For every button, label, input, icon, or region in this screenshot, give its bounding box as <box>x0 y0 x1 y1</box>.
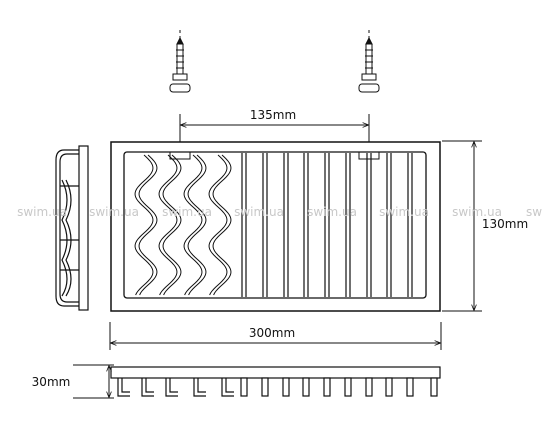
bottom-peg <box>430 377 438 397</box>
dimension-width: 300mm <box>109 322 442 350</box>
bottom-peg-hook <box>141 378 154 397</box>
dimension-mount-spacing: 135mm <box>179 108 370 142</box>
watermark: swim.ua <box>89 205 139 219</box>
screw-left <box>169 30 191 93</box>
wavy-bars <box>134 154 232 296</box>
wavy-bar-line <box>212 154 232 296</box>
watermark: swim.ua <box>17 205 67 219</box>
mount-slot-left <box>169 151 191 160</box>
dimension-depth: 30mm <box>32 364 114 399</box>
wavy-bar-line <box>134 154 154 296</box>
dimension-height: 130mm <box>442 140 528 312</box>
bottom-peg <box>323 377 331 397</box>
bottom-peg-hook <box>169 378 178 393</box>
front-view <box>110 141 441 312</box>
bottom-peg-hook <box>165 378 178 397</box>
screw-right <box>358 30 380 93</box>
watermark-row: swim.ua swim.ua swim.ua swim.ua swim.ua … <box>17 205 542 219</box>
wavy-bar-line <box>158 154 178 296</box>
bottom-peg <box>261 377 269 397</box>
bottom-peg-hook <box>117 378 130 397</box>
straight-bars <box>241 153 413 297</box>
side-view <box>55 145 89 311</box>
bottom-peg-hook <box>145 378 154 393</box>
watermark: swim.ua <box>162 205 212 219</box>
bottom-view <box>110 366 441 397</box>
wavy-bar-line <box>162 154 182 296</box>
watermark: swim.ua <box>452 205 502 219</box>
bottom-peg <box>385 377 393 397</box>
mount-spacing-label: 135mm <box>250 108 296 122</box>
watermark: swim.ua <box>234 205 284 219</box>
watermark: swim.ua <box>379 205 429 219</box>
watermark: swim.ua <box>307 205 357 219</box>
wavy-bar-line <box>187 154 207 296</box>
mount-slot-right <box>358 151 380 160</box>
bottom-peg-hook <box>193 378 206 397</box>
bottom-peg <box>302 377 310 397</box>
bottom-peg-hook <box>121 378 130 393</box>
bottom-peg-hook <box>221 378 234 397</box>
width-label: 300mm <box>249 326 295 340</box>
wavy-bar-line <box>183 154 203 296</box>
bottom-peg <box>282 377 290 397</box>
depth-label: 30mm <box>32 375 71 389</box>
height-label: 130mm <box>482 217 528 231</box>
bottom-peg <box>406 377 414 397</box>
bottom-peg <box>344 377 352 397</box>
bottom-peg <box>365 377 373 397</box>
watermark: sw <box>526 205 542 219</box>
bottom-peg <box>240 377 248 397</box>
bottom-peg-hook <box>197 378 206 393</box>
wavy-bar-line <box>208 154 228 296</box>
outer-frame <box>110 141 441 312</box>
wavy-bar-line <box>138 154 158 296</box>
inner-frame <box>123 151 427 299</box>
bottom-peg-hook <box>225 378 234 393</box>
